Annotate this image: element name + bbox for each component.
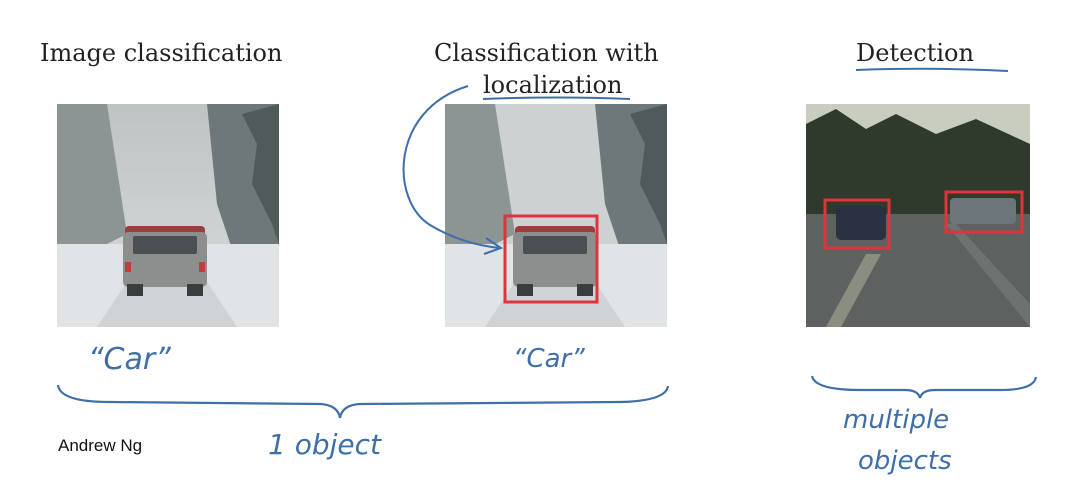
title-detection: Detection xyxy=(856,39,974,67)
one-object-label: 1 object xyxy=(268,428,381,461)
title-localization: localization xyxy=(483,71,623,99)
road-multiple-cars-image xyxy=(806,104,1030,327)
arrow-head-icon xyxy=(483,237,504,255)
brace-one-object xyxy=(56,384,670,419)
car-bounding-box-right xyxy=(944,190,1024,234)
objects-label: objects xyxy=(858,446,952,476)
author-credit: Andrew Ng xyxy=(58,436,143,455)
localization-arrow xyxy=(402,85,501,249)
brace-multiple-objects xyxy=(810,375,1038,399)
detection-photo xyxy=(806,104,1030,327)
car-label-1: “Car” xyxy=(88,342,171,377)
car-label-2: “Car” xyxy=(513,344,585,374)
detection-underline xyxy=(855,67,1009,72)
multiple-label: multiple xyxy=(843,405,950,435)
car-bounding-box-left xyxy=(823,198,891,250)
localization-underline xyxy=(482,96,631,100)
title-classification-with: Classification with xyxy=(434,39,659,67)
image-classification-photo xyxy=(57,104,279,327)
car-bounding-box xyxy=(503,214,599,304)
snowy-road-car-image xyxy=(57,104,279,327)
title-image-classification: Image classification xyxy=(40,39,283,67)
